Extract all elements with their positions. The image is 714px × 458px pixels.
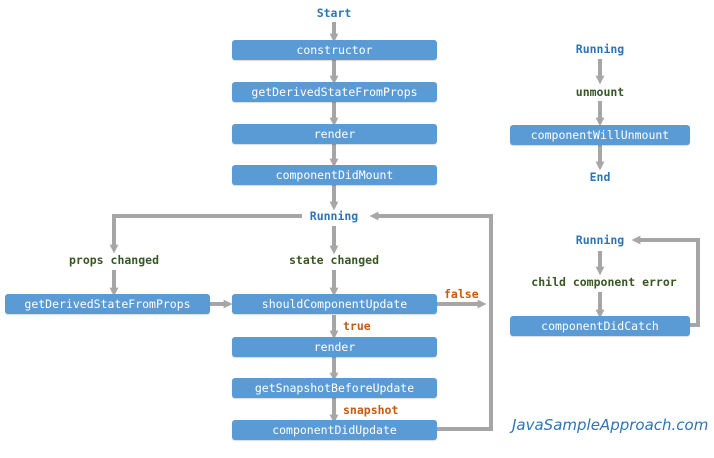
- component-did-catch-node: componentDidCatch: [510, 316, 690, 336]
- props-get-derived-state-node: getDerivedStateFromProps: [5, 294, 210, 314]
- arrow-didupdate-running: [369, 211, 493, 431]
- component-will-unmount-node: componentWillUnmount: [510, 125, 690, 145]
- child-component-error-label: child component error: [531, 275, 677, 289]
- get-derived-state-from-props-node: getDerivedStateFromProps: [232, 82, 437, 102]
- false-label: false: [444, 287, 479, 301]
- unmount-running-label: Running: [575, 42, 625, 56]
- unmount-label: unmount: [575, 85, 625, 99]
- should-component-update-node: shouldComponentUpdate: [232, 294, 437, 314]
- arrow-didcatch-running: [631, 235, 700, 327]
- constructor-node: constructor: [232, 40, 437, 60]
- true-label: true: [343, 319, 371, 333]
- get-snapshot-before-update-node: getSnapshotBeforeUpdate: [232, 378, 437, 398]
- error-running-label: Running: [575, 233, 625, 247]
- watermark: JavaSampleApproach.com: [512, 416, 709, 434]
- snapshot-label: snapshot: [343, 403, 399, 417]
- arrow-running-props: [109, 214, 302, 254]
- state-changed-label: state changed: [288, 253, 380, 267]
- running-label: Running: [309, 209, 359, 223]
- update-render-node: render: [232, 337, 437, 357]
- render-node: render: [232, 124, 437, 144]
- component-did-update-node: componentDidUpdate: [232, 420, 437, 440]
- component-did-mount-node: componentDidMount: [232, 165, 437, 185]
- end-label: End: [589, 170, 611, 184]
- props-changed-label: props changed: [68, 253, 160, 267]
- start-label: Start: [316, 6, 352, 20]
